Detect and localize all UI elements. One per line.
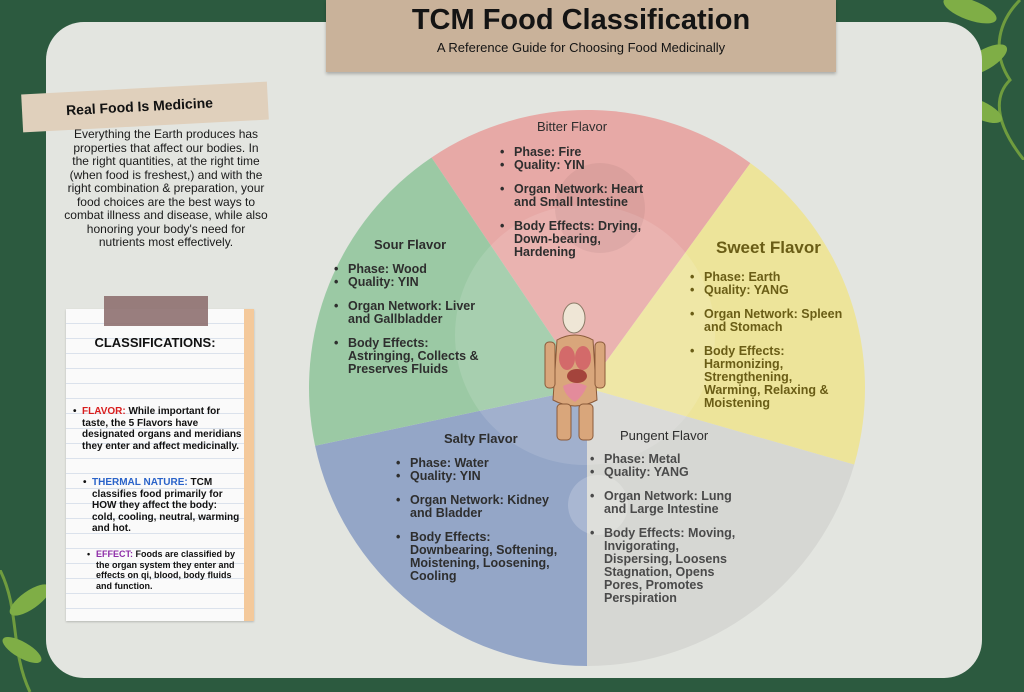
classification-effect: •EFFECT: Foods are classified by the org…	[87, 549, 236, 591]
flavor-property-line: Moistening, Loosening,	[410, 556, 550, 570]
flavor-property-line: Phase: Water	[396, 457, 557, 471]
flavor-property-line: Organ Network: Spleen	[690, 308, 842, 322]
flavor-property-line: Phase: Earth	[690, 271, 842, 285]
flavor-property-line: Body Effects:	[396, 531, 557, 545]
flavor-property-line: Astringing, Collects &	[348, 349, 479, 363]
sweet-flavor-title: Sweet Flavor	[716, 238, 821, 257]
flavor-property-line: Cooling	[410, 569, 457, 583]
flavor-property-line: Hardening	[514, 245, 576, 259]
flavor-property-line: Stagnation, Opens	[604, 565, 715, 579]
bitter-flavor-title: Bitter Flavor	[537, 119, 608, 134]
flavor-property-line: Phase: Metal	[590, 453, 735, 467]
flavor-property-line: Perspiration	[604, 591, 677, 605]
flavor-property-line: Organ Network: Heart	[500, 183, 643, 197]
flavor-property-line: Down-bearing,	[514, 232, 601, 246]
page-title: TCM Food Classification	[411, 4, 751, 36]
flavor-property-line: Phase: Wood	[334, 263, 479, 277]
flavor-property-line: and Gallbladder	[348, 312, 443, 326]
flavor-property-line: Quality: YIN	[334, 276, 479, 290]
flavor-property-line: Moistening	[704, 396, 770, 410]
flavor-property-line: Warming, Relaxing &	[704, 383, 829, 397]
human-anatomy-icon	[544, 302, 606, 441]
flavor-property-line: Quality: YIN	[396, 470, 557, 484]
sour-flavor-list: Phase: WoodQuality: YIN Organ Network: Li…	[334, 263, 479, 376]
classification-key: THERMAL NATURE:	[92, 477, 188, 488]
sweet-flavor-list: Phase: EarthQuality: YANG Organ Network: …	[690, 271, 842, 410]
bitter-flavor-wedge	[431, 110, 751, 389]
flavor-property-line: Organ Network: Kidney	[396, 494, 557, 508]
flavor-property-line: Downbearing, Softening,	[410, 543, 558, 557]
flavor-property-line: Quality: YANG	[590, 466, 735, 480]
flavor-property-line: Harmonizing,	[704, 357, 784, 371]
intro-body: Everything the Earth produces has proper…	[64, 127, 268, 249]
classification-flavor: •FLAVOR: While important for taste, the …	[73, 406, 242, 452]
pungent-flavor-list: Phase: MetalQuality: YANG Organ Network: …	[590, 453, 735, 605]
salty-flavor-title: Salty Flavor	[444, 431, 518, 446]
flavor-property-line: Preserves Fluids	[348, 362, 449, 376]
flavor-property-line: Strengthening,	[704, 370, 793, 384]
leaf-icon	[0, 570, 51, 692]
flavor-property-line: Quality: YANG	[690, 284, 842, 298]
title-banner: TCM Food Classification A Reference Guid…	[326, 0, 836, 72]
flavor-property-line: Dispersing, Loosens	[604, 552, 727, 566]
flavor-property-line: Body Effects:	[334, 337, 479, 351]
classifications-heading: CLASSIFICATIONS:	[94, 335, 216, 350]
flavor-property-line: Organ Network: Lung	[590, 490, 735, 504]
flavor-property-line: Organ Network: Liver	[334, 300, 479, 314]
flavor-property-line: and Stomach	[704, 320, 783, 334]
classification-thermal: •THERMAL NATURE: TCM classifies food pri…	[83, 477, 240, 534]
classification-text: TCM classifies food primarily for HOW th…	[92, 477, 240, 534]
classification-text: While important for taste, the 5 Flavors…	[82, 406, 242, 452]
page-subtitle: A Reference Guide for Choosing Food Medi…	[436, 40, 726, 55]
flavor-property-line: Body Effects: Drying,	[500, 220, 643, 234]
flavor-property-line: Quality: YIN	[500, 159, 643, 173]
note-tape	[104, 296, 208, 326]
bitter-flavor-list: Phase: FireQuality: YIN Organ Network: He…	[500, 146, 643, 259]
flavor-property-line: and Large Intestine	[604, 502, 719, 516]
flavor-property-line: Invigorating,	[604, 539, 679, 553]
sour-flavor-title: Sour Flavor	[374, 237, 447, 252]
flavor-property-line: Phase: Fire	[500, 146, 643, 160]
classifications-note: CLASSIFICATIONS: •FLAVOR: While importan…	[66, 309, 254, 621]
flavor-property-line: Pores, Promotes	[604, 578, 704, 592]
flavor-property-line: Body Effects:	[690, 345, 842, 359]
flavor-property-line: and Bladder	[410, 506, 483, 520]
salty-flavor-list: Phase: WaterQuality: YIN Organ Network: K…	[396, 457, 557, 583]
pungent-flavor-title: Pungent Flavor	[620, 428, 709, 443]
classification-key: EFFECT:	[96, 549, 133, 559]
flavor-property-line: Body Effects: Moving,	[590, 527, 735, 541]
flavor-property-line: and Small Intestine	[514, 195, 628, 209]
classification-key: FLAVOR:	[82, 406, 126, 417]
classification-text: Foods are classified by the organ system…	[96, 549, 236, 591]
